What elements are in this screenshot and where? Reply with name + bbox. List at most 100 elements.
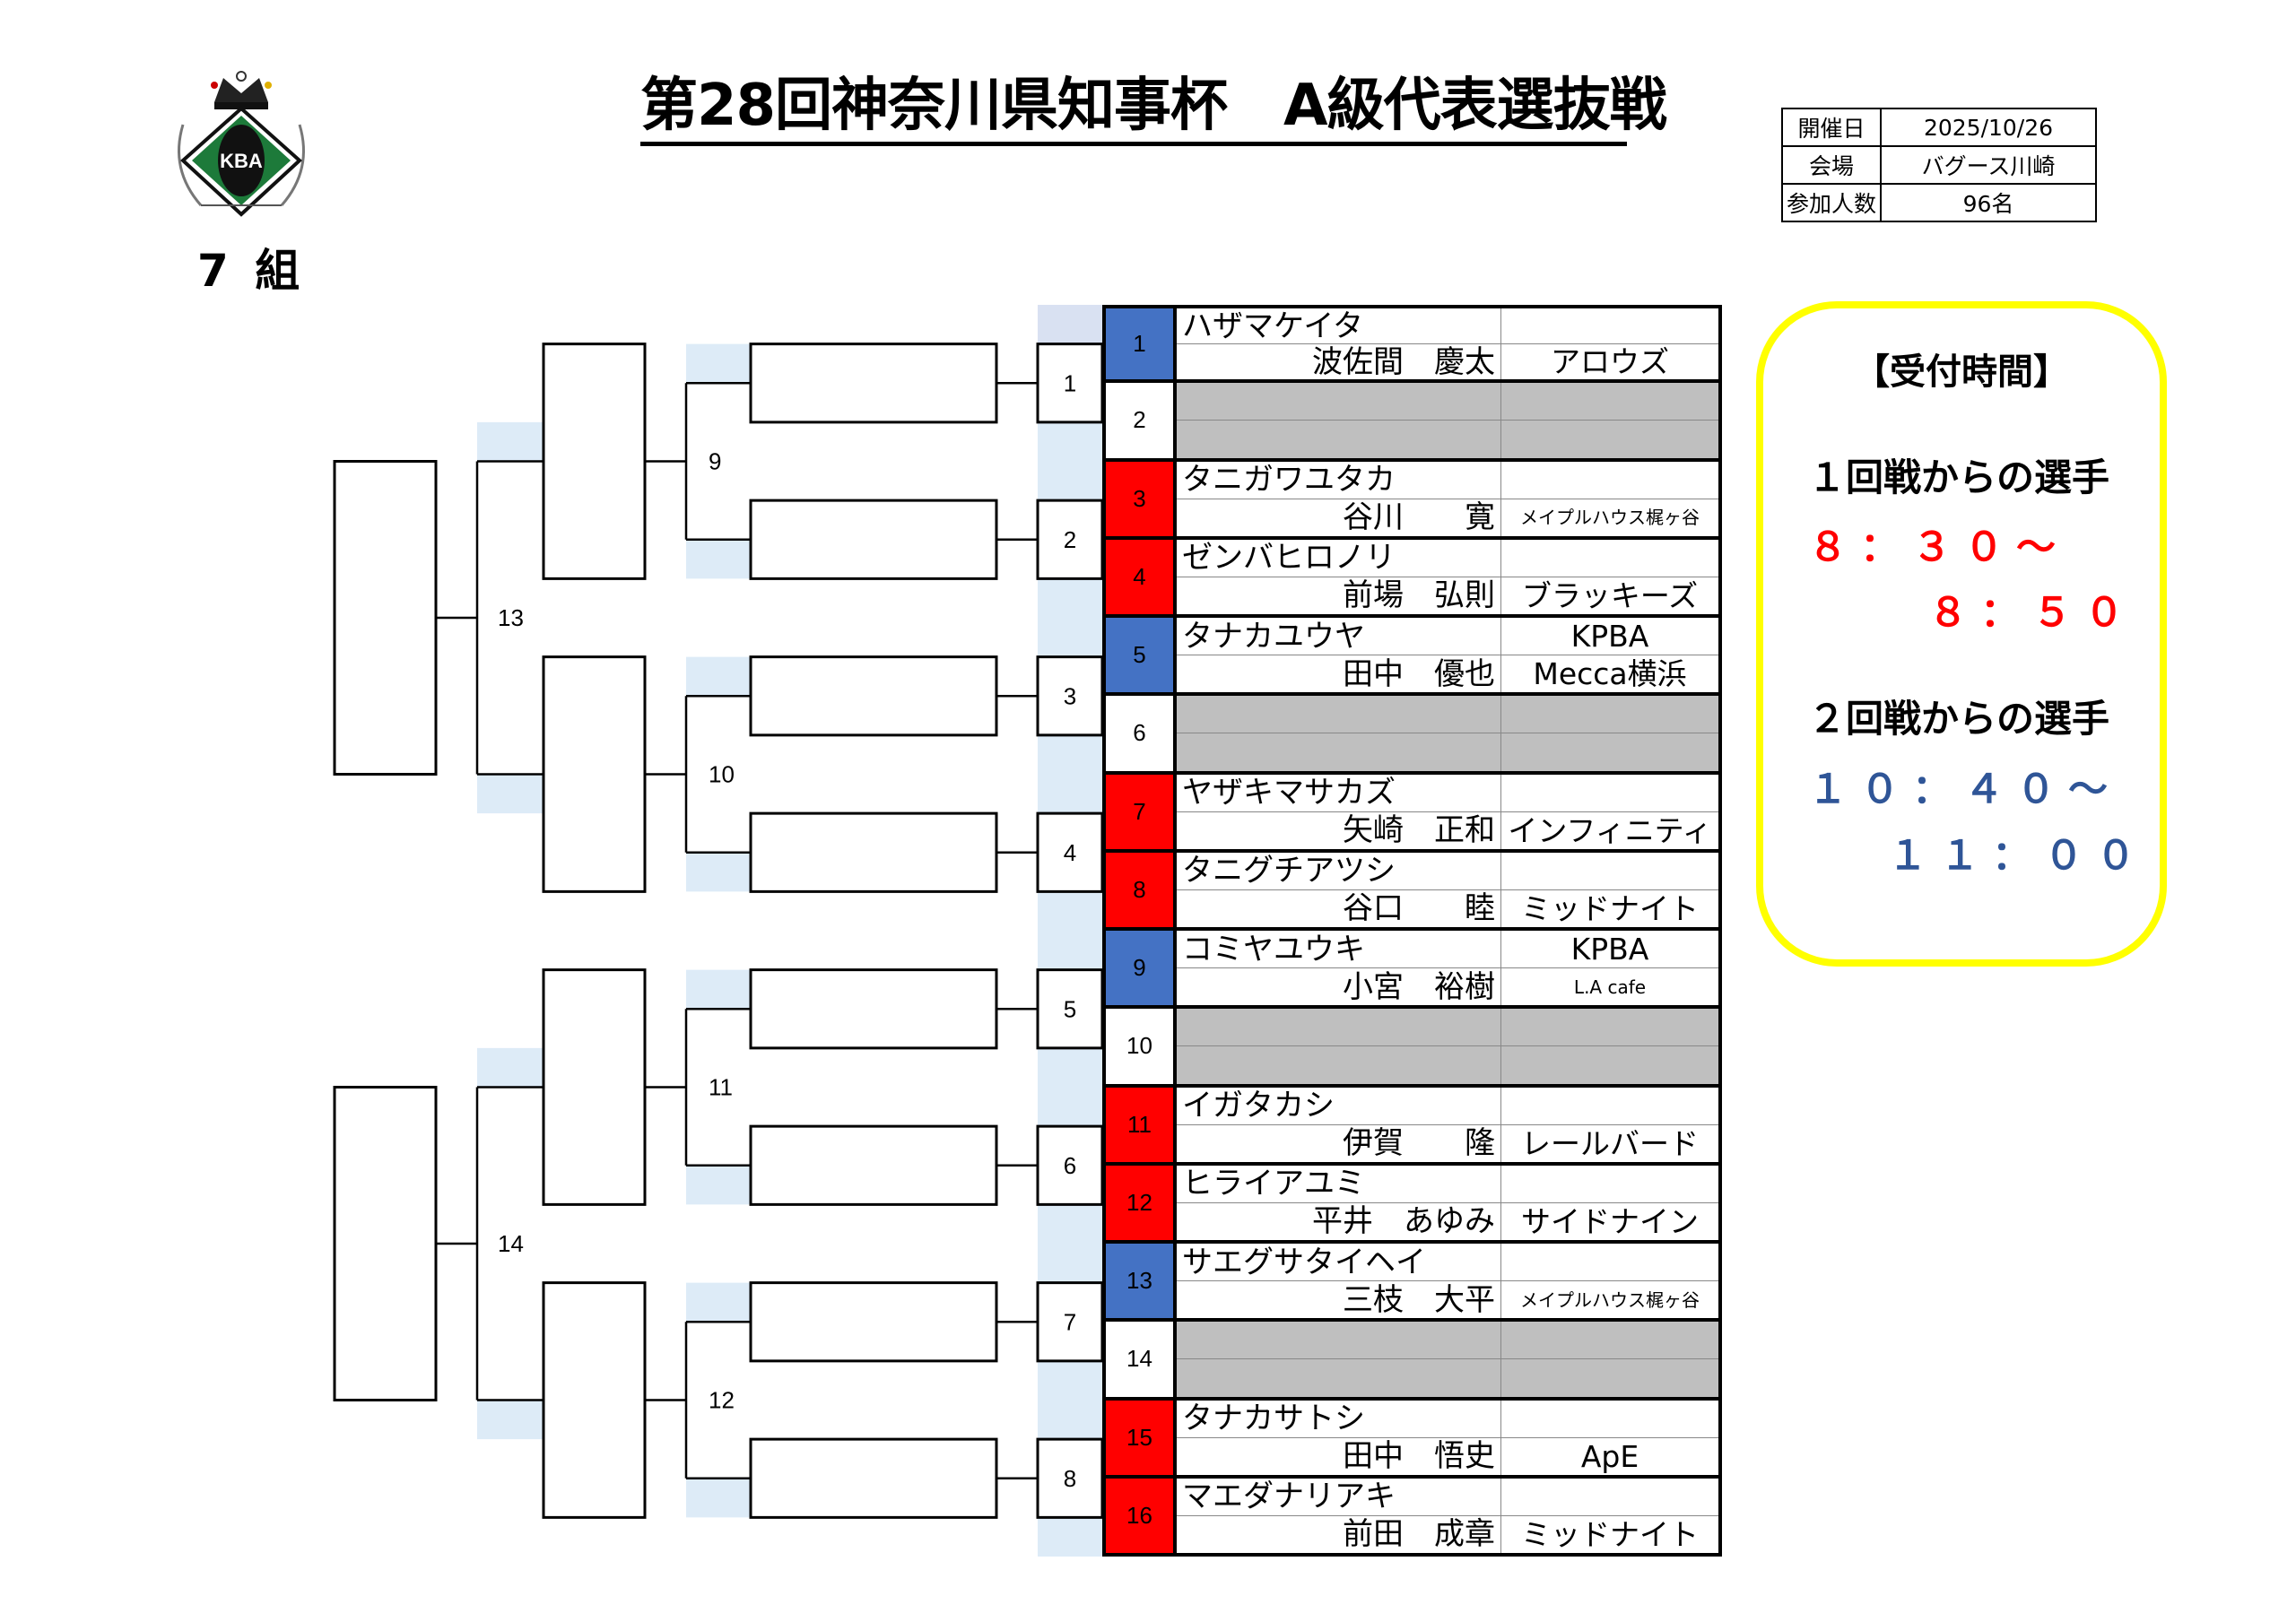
svg-text:KBA: KBA — [220, 150, 263, 172]
team-top: KPBA — [1570, 619, 1649, 655]
seed-number: 6 — [1106, 696, 1177, 771]
player-entry: 8 タニグチアツシ 谷口 睦 ミッドナイト — [1102, 852, 1722, 931]
player-name — [1177, 733, 1501, 771]
player-name — [1177, 1046, 1501, 1084]
team-name: ミッドナイト — [1521, 890, 1699, 926]
team-name: サイドナイン — [1521, 1203, 1699, 1239]
round1-match-box — [1036, 1437, 1104, 1519]
player-name: 平井 あゆみ — [1177, 1202, 1501, 1240]
bracket-shading — [686, 656, 751, 697]
team-top — [1501, 1479, 1718, 1515]
player-name: 田中 悟史 — [1177, 1437, 1501, 1475]
group-winner-slot — [333, 460, 438, 776]
player-kana: タニガワユタカ — [1177, 461, 1501, 499]
player-name: 波佐間 慶太 — [1177, 344, 1501, 380]
bye-slot: 6 — [1102, 696, 1722, 775]
player-name: 前場 弘則 — [1177, 577, 1501, 614]
round1-match-number: 8 — [1064, 1465, 1076, 1492]
seed-number: 1 — [1106, 308, 1177, 380]
player-kana — [1177, 383, 1501, 421]
player-name: 田中 優也 — [1177, 655, 1501, 693]
team-name — [1501, 1359, 1718, 1396]
player-name — [1177, 1359, 1501, 1397]
seed-number: 9 — [1106, 931, 1177, 1006]
bye-slot: 14 — [1102, 1322, 1722, 1401]
player-entry: 4 ゼンバヒロノリ 前場 弘則 ブラッキーズ — [1102, 539, 1722, 618]
second-round-label: ２回戦からの選手 — [1808, 697, 2110, 741]
seed-number: 15 — [1106, 1400, 1177, 1475]
team-name — [1501, 1046, 1718, 1083]
round1-match-box — [1036, 499, 1104, 580]
round2-player-slot — [749, 811, 998, 893]
seed-number: 10 — [1106, 1009, 1177, 1084]
round2-player-slot — [749, 1124, 998, 1206]
team-top — [1501, 1322, 1718, 1358]
player-kana: ヒライアユミ — [1177, 1165, 1501, 1202]
player-entry: 12 ヒライアユミ 平井 あゆみ サイドナイン — [1102, 1165, 1722, 1244]
kba-logo: KBA — [178, 71, 305, 217]
seed-number: 14 — [1106, 1322, 1177, 1397]
first-round-from: ８：３０～ — [1808, 525, 2068, 570]
seed-number: 2 — [1106, 383, 1177, 458]
reception-time-box: 【受付時間】 １回戦からの選手 ８：３０～ ８：５０ ２回戦からの選手 １０：４… — [1756, 301, 2167, 967]
round1-match-number: 6 — [1064, 1152, 1076, 1179]
team-top — [1501, 696, 1718, 733]
player-kana: ハザマケイタ — [1177, 308, 1501, 344]
bracket-shading — [686, 1478, 751, 1518]
player-kana — [1177, 1322, 1501, 1359]
team-top — [1501, 1401, 1718, 1437]
round1-match-number: 3 — [1064, 682, 1076, 709]
player-kana — [1177, 1009, 1501, 1046]
player-name: 伊賀 隆 — [1177, 1124, 1501, 1162]
seed-number: 16 — [1106, 1478, 1177, 1553]
seed-number: 11 — [1106, 1087, 1177, 1162]
round2-match-number: 11 — [709, 1074, 733, 1101]
seed-number: 12 — [1106, 1165, 1177, 1240]
seed-number: 13 — [1106, 1244, 1177, 1319]
seed-number: 8 — [1106, 852, 1177, 927]
bye-slot: 10 — [1102, 1009, 1722, 1088]
team-name — [1501, 733, 1718, 770]
player-kana: タナカユウヤ — [1177, 618, 1501, 655]
bracket-shading — [477, 774, 544, 814]
second-round-to: １１：００ — [1888, 833, 2148, 879]
team-name: Mecca横浜 — [1533, 656, 1687, 692]
group-label: 7 組 — [197, 245, 306, 297]
player-entry: 9 コミヤユウキ KPBA 小宮 裕樹 L.A cafe — [1102, 931, 1722, 1010]
team-top — [1501, 1166, 1718, 1202]
info-label: 参加人数 — [1781, 183, 1882, 222]
round3-player-slot — [542, 968, 647, 1206]
group-winner-slot — [333, 1086, 438, 1401]
player-entry: 11 イガタカシ 伊賀 隆 レールバード — [1102, 1087, 1722, 1166]
first-round-label: １回戦からの選手 — [1808, 455, 2110, 499]
player-kana: ヤザキマサカズ — [1177, 774, 1501, 811]
player-entry: 15 タナカサトシ 田中 悟史 ApE — [1102, 1400, 1722, 1479]
bracket-shading — [686, 539, 751, 579]
player-name: 三枝 大平 — [1177, 1281, 1501, 1319]
info-label: 会場 — [1781, 145, 1882, 185]
info-label: 開催日 — [1781, 108, 1882, 147]
team-top — [1501, 853, 1718, 889]
round2-match-number: 12 — [709, 1387, 735, 1414]
team-top — [1501, 775, 1718, 811]
team-name — [1501, 421, 1718, 457]
reception-title: 【受付時間】 — [1854, 351, 2069, 393]
team-name: アロウズ — [1551, 344, 1669, 380]
player-name: 谷川 寛 — [1177, 499, 1501, 536]
bracket-shading — [477, 1400, 544, 1440]
seed-number: 3 — [1106, 461, 1177, 536]
info-value: バグース川崎 — [1880, 145, 2097, 185]
round2-match-number: 9 — [709, 448, 721, 475]
bracket-shading — [477, 1047, 544, 1088]
round1-match-number: 5 — [1064, 995, 1076, 1022]
round1-match-number: 7 — [1064, 1308, 1076, 1335]
team-top — [1501, 462, 1718, 499]
team-name: メイプルハウス梶ヶ谷 — [1520, 1288, 1700, 1311]
team-top — [1501, 1244, 1718, 1280]
player-name — [1177, 421, 1501, 458]
page-title: 第28回神奈川県知事杯 A級代表選抜戦 — [640, 70, 1667, 146]
round2-player-slot — [749, 655, 998, 737]
